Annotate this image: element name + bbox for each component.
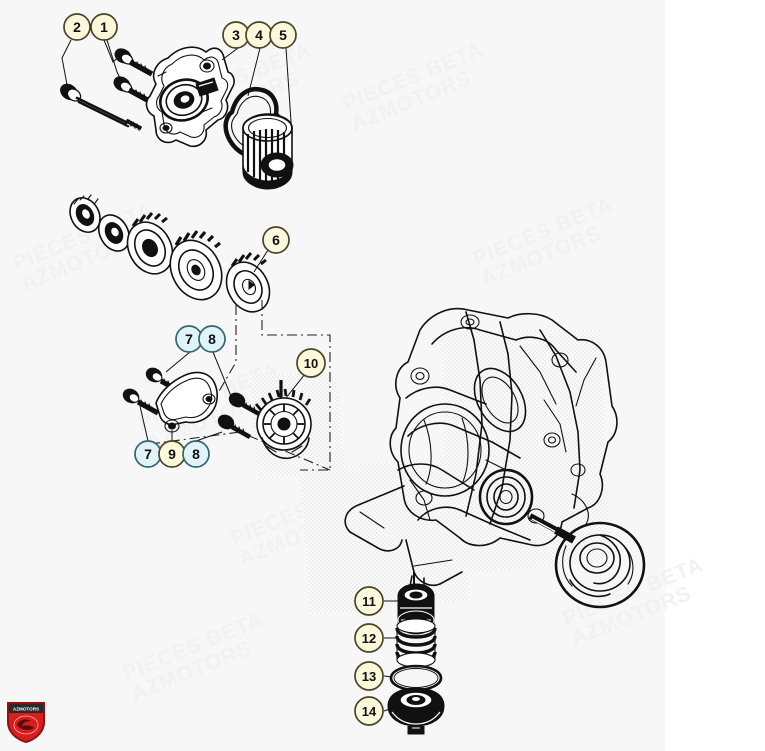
callout-9[interactable]: 9 [158, 440, 186, 468]
part-relief-valve-o-ring [389, 664, 443, 692]
callout-1-label: 1 [100, 19, 108, 35]
callout-11[interactable]: 11 [354, 586, 384, 616]
part-engine-crankcase [344, 307, 618, 589]
leader-lines [61, 39, 398, 712]
part-water-pump-impeller [528, 513, 646, 609]
callout-12-label: 12 [362, 631, 376, 646]
part-oil-pump-fixing-bolt [217, 414, 252, 439]
callout-6-circle[interactable] [262, 226, 290, 254]
callout-7a[interactable]: 7 [175, 325, 203, 353]
callout-4[interactable]: 4 [245, 21, 273, 49]
callout-12[interactable]: 12 [354, 623, 384, 653]
callout-8b[interactable]: 8 [182, 440, 210, 468]
logo-text: AZMOTORS [13, 707, 39, 712]
part-retaining-plate-bolt [122, 388, 160, 416]
callout-14-label: 14 [362, 704, 377, 719]
part-oil-filter-cartridge [242, 113, 294, 190]
part-relief-valve-body [387, 687, 445, 735]
part-oil-pump-assembly [254, 380, 312, 460]
callout-5-circle[interactable] [269, 21, 297, 49]
callout-8b-circle[interactable] [182, 440, 210, 468]
callout-7b-label: 7 [144, 446, 152, 462]
callout-12-circle[interactable] [354, 623, 384, 653]
callout-8a[interactable]: 8 [198, 325, 226, 353]
callout-9-label: 9 [168, 446, 176, 462]
azmotors-shield-logo: AZMOTORS [7, 702, 45, 743]
callout-11-label: 11 [362, 594, 376, 609]
part-pump-mounting-bolt-long [60, 83, 143, 132]
callout-6[interactable]: 6 [262, 226, 290, 254]
part-oil-pump-fixing-bolt [228, 392, 263, 417]
logo-emblem [17, 719, 34, 730]
callout-2-label: 2 [73, 19, 81, 35]
callout-14[interactable]: 14 [354, 696, 384, 726]
centerline-gear-to-pump [149, 300, 331, 471]
part-pump-mounting-bolt-short [114, 48, 154, 77]
shield-banner [9, 704, 43, 713]
callout-8b-label: 8 [192, 446, 200, 462]
callout-7b[interactable]: 7 [134, 440, 162, 468]
part-gear-cluster [69, 194, 271, 313]
callout-13-label: 13 [362, 669, 376, 684]
callout-13[interactable]: 13 [354, 661, 384, 691]
callout-6-label: 6 [272, 232, 280, 248]
logo-emblem-ring [13, 715, 39, 735]
callout-10-circle[interactable] [296, 348, 326, 378]
callout-2-circle[interactable] [63, 13, 91, 41]
part-pump-mounting-bolt-short [113, 76, 153, 105]
callout-7a-label: 7 [185, 331, 193, 347]
part-oil-pump-drive-gear [225, 252, 271, 313]
callout-1-circle[interactable] [90, 13, 118, 41]
callout-1[interactable]: 1 [90, 13, 118, 41]
callout-5-label: 5 [279, 27, 287, 43]
callout-10-label: 10 [304, 356, 318, 371]
part-relief-valve-spring [395, 618, 437, 668]
callout-10[interactable]: 10 [296, 348, 326, 378]
callout-8a-circle[interactable] [198, 325, 226, 353]
callout-3[interactable]: 3 [222, 21, 250, 49]
callout-5[interactable]: 5 [269, 21, 297, 49]
callout-2[interactable]: 2 [63, 13, 91, 41]
part-oil-pump-retaining-plate [155, 371, 218, 433]
callout-11-circle[interactable] [354, 586, 384, 616]
part-oil-filter-cover [145, 46, 235, 148]
callout-13-circle[interactable] [354, 661, 384, 691]
callout-14-circle[interactable] [354, 696, 384, 726]
callout-3-label: 3 [232, 27, 240, 43]
callout-8a-label: 8 [208, 331, 216, 347]
callout-4-label: 4 [255, 27, 263, 43]
